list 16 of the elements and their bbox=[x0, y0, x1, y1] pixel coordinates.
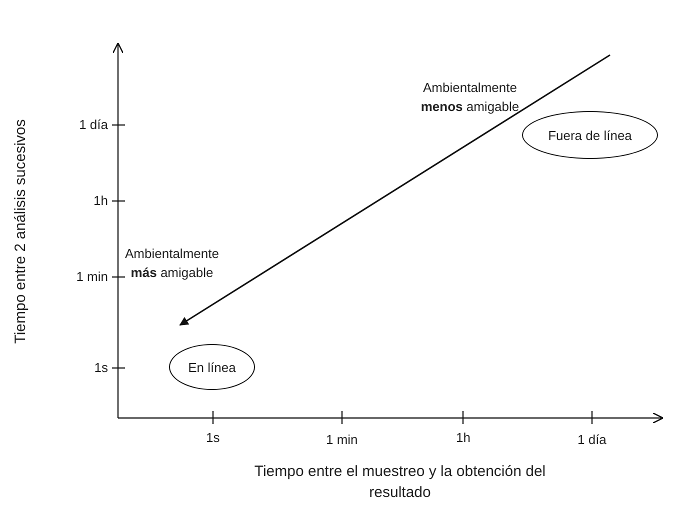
tick-label: 1s bbox=[206, 430, 220, 445]
axis-title: Tiempo entre el muestreo y la obtención del resultado bbox=[253, 462, 547, 503]
tick-label: 1 min bbox=[76, 269, 108, 284]
ellipse-node bbox=[522, 111, 658, 159]
tick-label: 1s bbox=[94, 360, 108, 375]
annotation-text: Ambientalmente más amigable bbox=[124, 245, 220, 282]
node-label: Fuera de línea bbox=[548, 126, 632, 144]
ellipse-node bbox=[169, 344, 255, 390]
tick-label: 1h bbox=[456, 430, 470, 445]
tick-label: 1h bbox=[94, 193, 108, 208]
axis-title: Tiempo entre 2 análisis sucesivos bbox=[11, 119, 28, 344]
tick-label: 1 día bbox=[578, 432, 606, 447]
node-label: En línea bbox=[188, 358, 236, 376]
tick-label: 1 min bbox=[326, 432, 358, 447]
tick-label: 1 día bbox=[79, 117, 108, 132]
annotation-text: Ambientalmente menos amigable bbox=[420, 79, 520, 116]
